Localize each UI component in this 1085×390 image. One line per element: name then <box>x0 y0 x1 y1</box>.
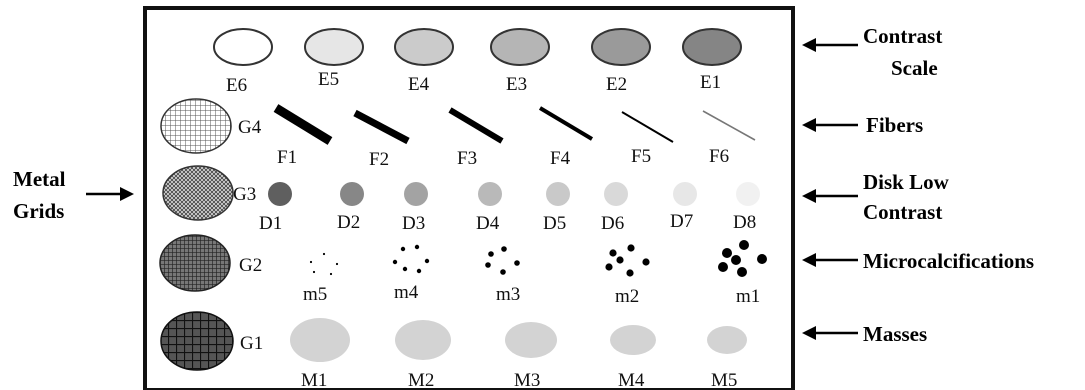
fiber-label-f1: F1 <box>277 147 297 168</box>
contrast-label-e1: E1 <box>700 72 721 93</box>
contrast-ellipse-e2 <box>591 28 651 66</box>
annotation-contrast-scale-line1: Contrast <box>863 24 942 48</box>
annotation-arrows <box>86 38 858 340</box>
fiber-f5 <box>621 111 674 143</box>
metal-grids-column: G4 G3 G2 G1 <box>159 98 263 371</box>
contrast-label-e5: E5 <box>318 69 339 90</box>
mass-m1 <box>290 318 350 362</box>
disk-d6 <box>604 182 628 206</box>
masses-row: M1 M2 M3 M4 M5 <box>290 318 747 390</box>
disk-label-d6: D6 <box>601 213 624 234</box>
disk-label-d4: D4 <box>476 213 500 234</box>
grid-label-g1: G1 <box>240 333 263 354</box>
mass-m4 <box>610 325 656 355</box>
disk-label-d1: D1 <box>259 213 282 234</box>
annotation-fibers: Fibers <box>866 113 923 137</box>
grid-label-g2: G2 <box>239 255 262 276</box>
disks-row: D1 D2 D3 D4 D5 D6 D7 D8 <box>259 182 760 234</box>
contrast-ellipse-e4 <box>394 28 454 66</box>
disk-label-d3: D3 <box>402 213 425 234</box>
microcalcification-label-m3: m3 <box>496 284 520 305</box>
microcalcification-cluster-m1 <box>718 240 767 277</box>
disk-label-d5: D5 <box>543 213 566 234</box>
fiber-f6 <box>702 110 756 141</box>
grid-label-g4: G4 <box>238 117 262 138</box>
arrow-fibers <box>802 118 858 132</box>
annotation-contrast-scale-line2: Scale <box>891 56 938 80</box>
metal-grid-g3 <box>162 165 234 221</box>
metal-grid-g1 <box>160 311 234 371</box>
contrast-label-e4: E4 <box>408 74 430 95</box>
fiber-label-f6: F6 <box>709 146 729 167</box>
mass-m3 <box>505 322 557 358</box>
microcalcification-cluster-m5 <box>309 252 339 276</box>
fiber-label-f3: F3 <box>457 148 477 169</box>
fiber-label-f4: F4 <box>550 148 571 169</box>
contrast-ellipse-e1 <box>682 28 742 66</box>
annotation-disk-line2: Contrast <box>863 200 942 224</box>
microcalcification-label-m2: m2 <box>615 286 639 307</box>
disk-d1 <box>268 182 292 206</box>
arrow-contrast-scale <box>802 38 858 52</box>
microcalcification-cluster-m2 <box>605 244 650 277</box>
annotation-disk-line1: Disk Low <box>863 170 950 194</box>
mass-label-m4: M4 <box>618 370 645 390</box>
metal-grid-g2 <box>159 234 231 292</box>
disk-d4 <box>478 182 502 206</box>
mass-label-m1: M1 <box>301 370 327 390</box>
fiber-f4 <box>538 106 594 141</box>
contrast-scale-row: E6 E5 E4 E3 E2 E1 <box>213 28 742 96</box>
mass-m2 <box>395 320 451 360</box>
mass-label-m3: M3 <box>514 370 540 390</box>
metal-grid-g4 <box>160 98 232 154</box>
arrow-metal-grids <box>86 187 134 201</box>
microcalcification-label-m5: m5 <box>303 284 327 305</box>
disk-d3 <box>404 182 428 206</box>
disk-d2 <box>340 182 364 206</box>
disk-label-d8: D8 <box>733 212 756 233</box>
microcalcifications-row: m5 m4 m3 m2 m1 <box>303 240 767 307</box>
fiber-label-f2: F2 <box>369 149 389 170</box>
annotation-masses: Masses <box>863 322 927 346</box>
microcalcification-cluster-m4 <box>392 244 430 274</box>
fiber-label-f5: F5 <box>631 146 651 167</box>
contrast-ellipse-e3 <box>490 28 550 66</box>
microcalcification-label-m1: m1 <box>736 286 760 307</box>
mass-label-m2: M2 <box>408 370 434 390</box>
annotation-metal-grids-line2: Grids <box>13 199 64 223</box>
mass-label-m5: M5 <box>711 370 737 390</box>
arrow-microcalcifications <box>802 253 858 267</box>
mass-m5 <box>707 326 747 354</box>
contrast-label-e2: E2 <box>606 74 627 95</box>
annotation-metal-grids-line1: Metal <box>13 167 66 191</box>
fiber-f3 <box>448 107 504 144</box>
disk-d5 <box>546 182 570 206</box>
phantom-frame <box>143 6 795 390</box>
disk-d8 <box>736 182 760 206</box>
arrow-masses <box>802 326 858 340</box>
arrow-disk-low-contrast <box>802 189 858 203</box>
contrast-ellipse-e6 <box>213 28 273 66</box>
fibers-row: F1 F2 F3 F4 F5 F6 <box>273 104 756 170</box>
fiber-f2 <box>353 109 410 145</box>
grid-label-g3: G3 <box>233 184 256 205</box>
contrast-label-e3: E3 <box>506 74 527 95</box>
contrast-ellipse-e5 <box>304 28 364 66</box>
microcalcification-label-m4: m4 <box>394 282 419 303</box>
fiber-f1 <box>273 104 333 145</box>
contrast-label-e6: E6 <box>226 75 247 96</box>
disk-d7 <box>673 182 697 206</box>
microcalcification-cluster-m3 <box>485 246 520 275</box>
disk-label-d7: D7 <box>670 211 693 232</box>
annotation-microcalcifications: Microcalcifications <box>863 249 1034 273</box>
disk-label-d2: D2 <box>337 212 360 233</box>
